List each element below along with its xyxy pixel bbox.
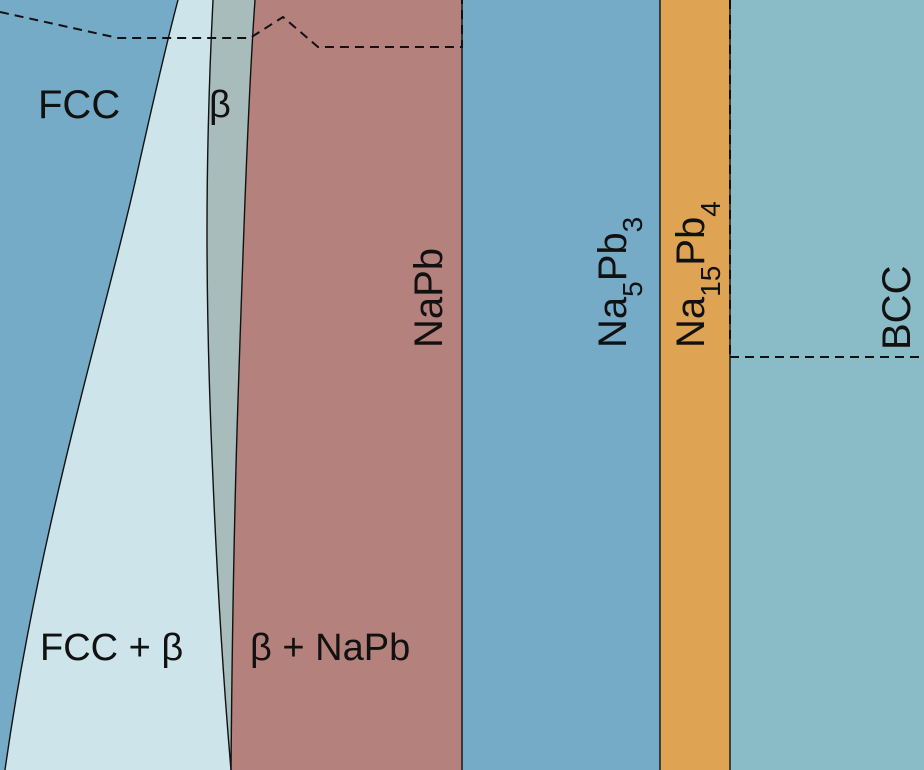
na5pb3-element2: Pb xyxy=(591,232,635,281)
beta-right-boundary xyxy=(230,0,256,770)
bcc-label: BCC xyxy=(875,266,919,350)
fcc-label: FCC xyxy=(38,83,120,127)
beta-region xyxy=(207,0,255,770)
fcc-solvus-line xyxy=(4,0,179,770)
na5pb3-sub1: 5 xyxy=(617,281,648,297)
na5pb3-sub2: 3 xyxy=(617,217,648,233)
na5pb3-element1: Na xyxy=(591,296,635,348)
napb-label: NaPb xyxy=(407,248,451,348)
na5pb3-region xyxy=(462,0,660,770)
beta-napb-label: β + NaPb xyxy=(250,627,410,669)
na15pb4-sub2: 4 xyxy=(695,201,726,217)
na5pb3-label: Na5Pb3 xyxy=(591,217,648,348)
beta-napb-region xyxy=(231,0,462,770)
na15pb4-sub1: 15 xyxy=(695,266,726,297)
liquidus-dashed-line xyxy=(0,0,463,48)
na15pb4-region xyxy=(660,0,730,770)
na15pb4-label: Na15Pb4 xyxy=(669,201,726,348)
fcc-beta-region xyxy=(5,0,231,770)
beta-label: β xyxy=(209,84,231,126)
na15pb4-element2: Pb xyxy=(669,217,713,266)
dashed-boundaries xyxy=(0,0,924,358)
bcc-region xyxy=(730,0,924,770)
na15pb4-element1: Na xyxy=(669,296,713,348)
fcc-beta-label: FCC + β xyxy=(40,627,183,669)
beta-left-boundary xyxy=(206,0,232,770)
